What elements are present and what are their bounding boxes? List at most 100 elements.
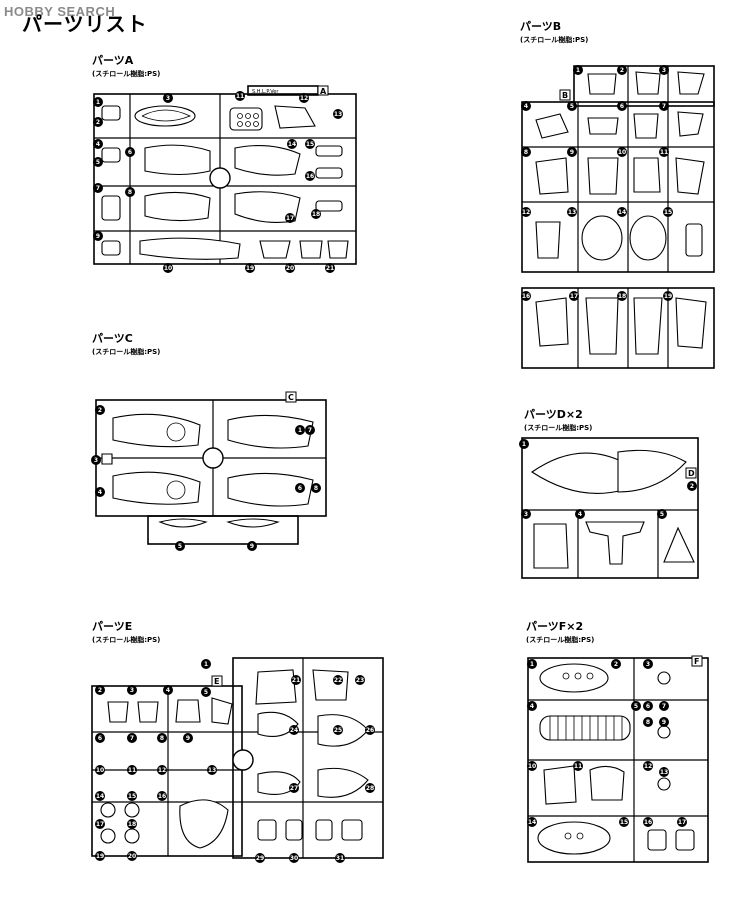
- runner-c-letter: C: [288, 393, 294, 402]
- part-number-badge-e-1: 1: [201, 659, 211, 669]
- part-number-badge-b-11: 11: [659, 147, 669, 157]
- svg-text:11: 11: [660, 149, 668, 156]
- svg-text:5: 5: [634, 703, 638, 710]
- hobby-search-watermark: HOBBY SEARCH: [4, 4, 116, 19]
- svg-text:19: 19: [246, 265, 254, 272]
- part-number-badge-f-5: 5: [631, 701, 641, 711]
- svg-text:6: 6: [98, 735, 102, 742]
- svg-text:7: 7: [662, 103, 666, 110]
- part-number-badge-e-13: 13: [207, 765, 217, 775]
- svg-text:15: 15: [306, 141, 314, 148]
- parts-b-name: パーツB: [520, 20, 562, 33]
- svg-text:1: 1: [96, 99, 100, 106]
- parts-d-material: (スチロール樹脂:PS): [524, 424, 593, 432]
- part-number-badge-e-24: 24: [289, 725, 299, 735]
- parts-f-label: パーツF×2 (スチロール樹脂:PS): [526, 618, 594, 645]
- svg-text:13: 13: [568, 209, 576, 216]
- svg-text:14: 14: [528, 819, 536, 826]
- part-number-badge-f-9: 9: [659, 717, 669, 727]
- part-number-badge-b-2: 2: [617, 65, 627, 75]
- svg-text:18: 18: [312, 211, 320, 218]
- part-number-badge-a-9: 9: [93, 231, 103, 241]
- svg-text:8: 8: [128, 189, 132, 196]
- part-number-badge-a-8: 8: [125, 187, 135, 197]
- svg-text:12: 12: [300, 95, 308, 102]
- part-number-badge-f-15: 15: [619, 817, 629, 827]
- part-number-badge-e-20: 20: [127, 851, 137, 861]
- parts-d-label: パーツD×2 (スチロール樹脂:PS): [524, 406, 592, 433]
- svg-text:6: 6: [646, 703, 650, 710]
- part-number-badge-b-4: 4: [521, 101, 531, 111]
- part-number-badge-b-17: 17: [569, 291, 579, 301]
- runner-e-letter: E: [214, 677, 219, 686]
- part-number-badge-a-15: 15: [305, 139, 315, 149]
- part-number-badge-c-3: 3: [91, 455, 101, 465]
- part-number-badge-b-16: 16: [521, 291, 531, 301]
- parts-e-label: パーツE (スチロール樹脂:PS): [92, 618, 160, 645]
- part-number-badge-f-17: 17: [677, 817, 687, 827]
- svg-text:4: 4: [530, 703, 534, 710]
- part-number-badge-e-7: 7: [127, 733, 137, 743]
- part-number-badge-e-16: 16: [157, 791, 167, 801]
- svg-text:13: 13: [334, 111, 342, 118]
- svg-text:15: 15: [128, 793, 136, 800]
- svg-text:10: 10: [164, 265, 172, 272]
- part-number-badge-e-3: 3: [127, 685, 137, 695]
- svg-text:21: 21: [292, 677, 300, 684]
- part-number-badge-d-2: 2: [687, 481, 697, 491]
- svg-text:11: 11: [128, 767, 136, 774]
- svg-text:20: 20: [286, 265, 294, 272]
- svg-text:30: 30: [290, 855, 298, 862]
- svg-text:12: 12: [158, 767, 166, 774]
- part-number-badge-e-29: 29: [255, 853, 265, 863]
- svg-text:10: 10: [528, 763, 536, 770]
- part-number-badge-b-19: 19: [663, 291, 673, 301]
- svg-text:6: 6: [620, 103, 624, 110]
- part-number-badge-b-8: 8: [521, 147, 531, 157]
- part-number-badge-e-6: 6: [95, 733, 105, 743]
- svg-text:5: 5: [96, 159, 100, 166]
- part-number-badge-f-3: 3: [643, 659, 653, 669]
- svg-text:20: 20: [128, 853, 136, 860]
- part-number-badge-a-14: 14: [287, 139, 297, 149]
- svg-text:3: 3: [646, 661, 650, 668]
- part-number-badge-e-12: 12: [157, 765, 167, 775]
- svg-text:5: 5: [570, 103, 574, 110]
- svg-text:5: 5: [660, 511, 664, 518]
- part-number-badge-f-7: 7: [659, 701, 669, 711]
- svg-text:7: 7: [662, 703, 666, 710]
- svg-text:5: 5: [204, 689, 208, 696]
- part-number-badge-a-11: 11: [235, 91, 245, 101]
- part-number-badge-e-8: 8: [157, 733, 167, 743]
- svg-text:4: 4: [96, 141, 100, 148]
- part-number-badge-c-7: 7: [305, 425, 315, 435]
- part-number-badge-e-21: 21: [291, 675, 301, 685]
- svg-text:15: 15: [620, 819, 628, 826]
- svg-text:3: 3: [130, 687, 134, 694]
- parts-e-material: (スチロール樹脂:PS): [92, 636, 161, 644]
- svg-text:3: 3: [662, 67, 666, 74]
- svg-text:14: 14: [288, 141, 296, 148]
- part-number-badge-b-9: 9: [567, 147, 577, 157]
- part-number-badge-b-18: 18: [617, 291, 627, 301]
- part-number-badge-b-10: 10: [617, 147, 627, 157]
- part-number-badge-a-3: 3: [163, 93, 173, 103]
- svg-text:2: 2: [614, 661, 618, 668]
- svg-text:3: 3: [524, 511, 528, 518]
- part-number-badge-e-17: 17: [95, 819, 105, 829]
- svg-text:2: 2: [98, 687, 102, 694]
- svg-text:6: 6: [298, 485, 302, 492]
- svg-text:11: 11: [574, 763, 582, 770]
- part-number-badge-e-9: 9: [183, 733, 193, 743]
- svg-text:26: 26: [366, 727, 374, 734]
- part-number-badge-f-14: 14: [527, 817, 537, 827]
- part-number-badge-a-6: 6: [125, 147, 135, 157]
- svg-text:22: 22: [334, 677, 342, 684]
- svg-text:4: 4: [578, 511, 582, 518]
- part-number-badge-e-23: 23: [355, 675, 365, 685]
